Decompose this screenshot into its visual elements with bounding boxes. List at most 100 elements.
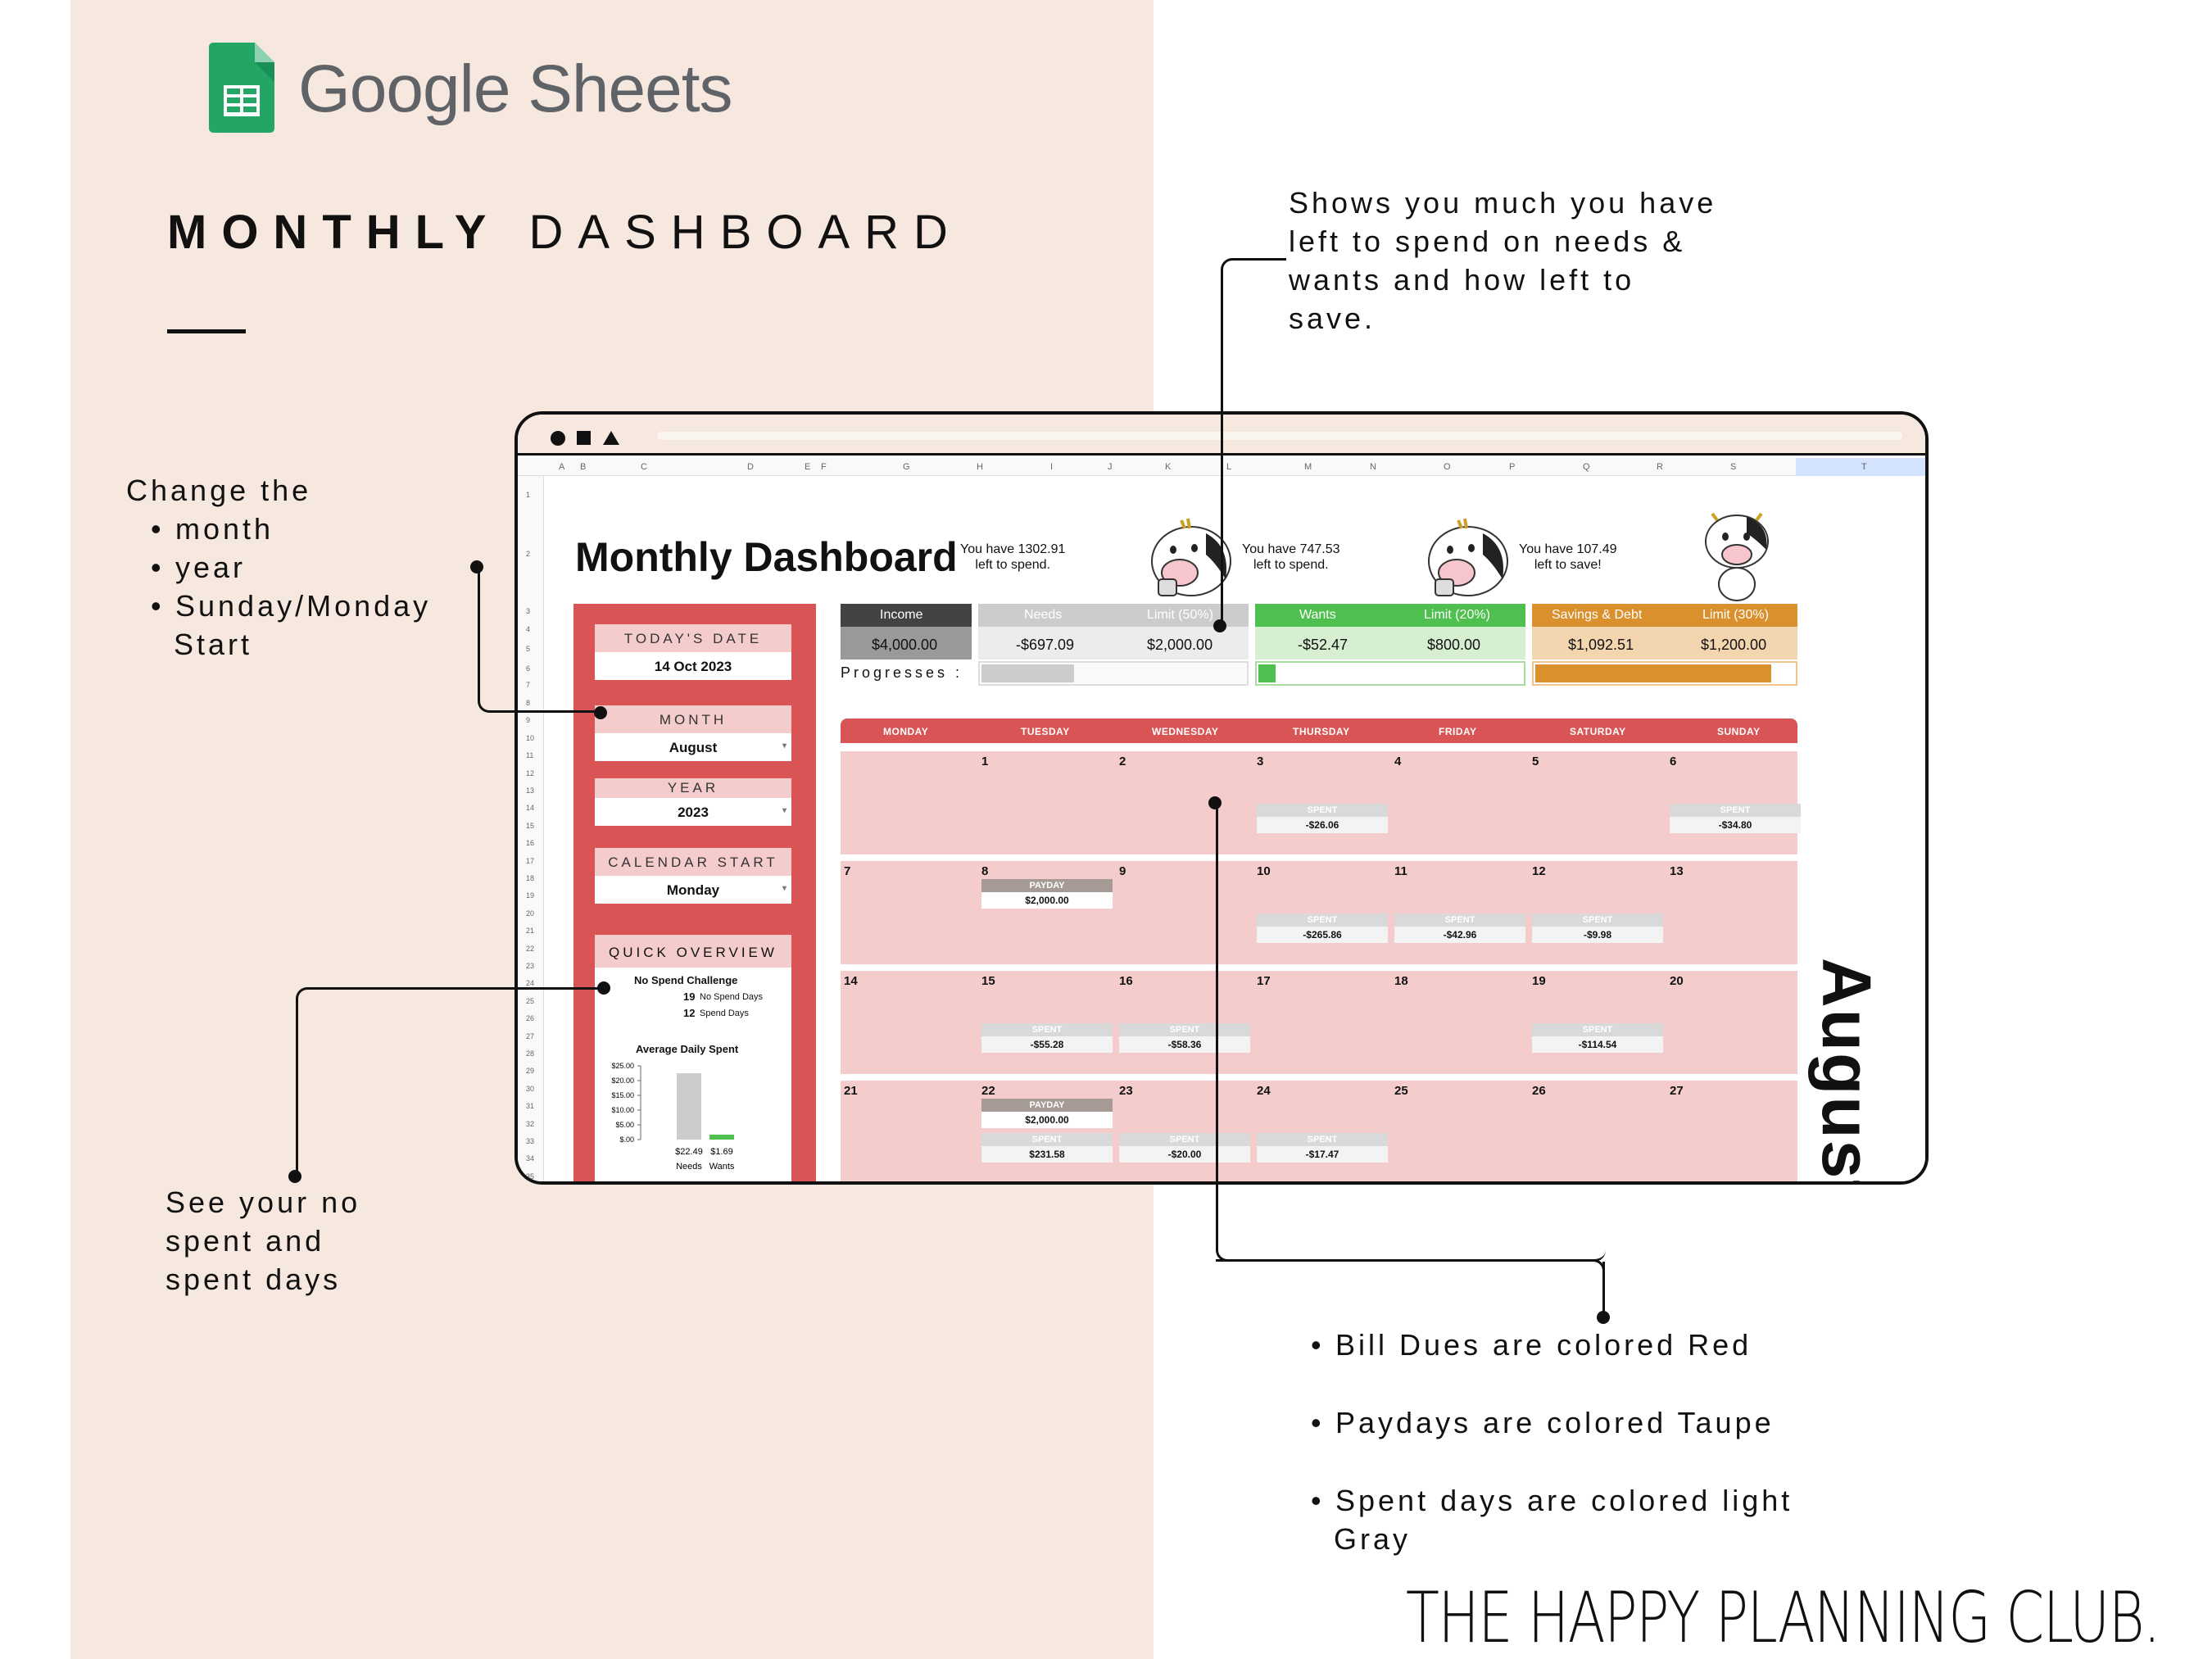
calendar-day-number[interactable]: 3 [1257, 755, 1264, 768]
window-maximize-icon[interactable] [603, 431, 619, 445]
payday-tag[interactable]: PAYDAY$2,000.00 [981, 879, 1113, 909]
column-header[interactable]: L [1226, 462, 1232, 472]
column-header[interactable]: R [1657, 462, 1663, 472]
row-header[interactable]: 16 [526, 839, 535, 848]
calendar-day-number[interactable]: 1 [981, 755, 989, 768]
spent-tag[interactable]: SPENT-$42.96 [1394, 913, 1525, 943]
calendar-day-number[interactable]: 9 [1119, 864, 1126, 878]
calendar-day-number[interactable]: 14 [844, 974, 858, 988]
calendar-day-number[interactable]: 15 [981, 974, 995, 988]
column-header[interactable]: B [580, 462, 587, 472]
calendar-day-number[interactable]: 6 [1670, 755, 1677, 768]
calendar-day-number[interactable]: 16 [1119, 974, 1133, 988]
calendar-day-number[interactable]: 13 [1670, 864, 1684, 878]
row-header[interactable]: 19 [526, 891, 535, 900]
calendar-day-number[interactable]: 8 [981, 864, 989, 878]
spent-tag[interactable]: SPENT-$26.06 [1257, 804, 1388, 833]
calendar-day-number[interactable]: 22 [981, 1084, 995, 1098]
calendar-start-card[interactable]: CALENDAR START Monday▾ [595, 848, 791, 904]
row-header[interactable]: 28 [526, 1049, 535, 1058]
calendar-day-number[interactable]: 23 [1119, 1084, 1133, 1098]
column-header[interactable]: T [1861, 462, 1867, 472]
column-header[interactable]: J [1108, 462, 1113, 472]
window-close-icon[interactable] [551, 431, 565, 446]
row-header[interactable]: 10 [526, 733, 535, 742]
calendar-day-number[interactable]: 11 [1394, 864, 1407, 878]
column-header[interactable]: Q [1583, 462, 1590, 472]
row-header[interactable]: 27 [526, 1031, 535, 1040]
column-header[interactable]: P [1509, 462, 1516, 472]
row-header[interactable]: 5 [526, 645, 531, 653]
calendar-day-number[interactable]: 10 [1257, 864, 1271, 878]
calendar-day-number[interactable]: 5 [1532, 755, 1539, 768]
chevron-down-icon[interactable]: ▾ [782, 806, 786, 815]
row-header[interactable]: 14 [526, 804, 535, 813]
spent-tag[interactable]: SPENT-$9.98 [1532, 913, 1663, 943]
column-header[interactable]: C [641, 462, 647, 472]
column-header[interactable]: O [1444, 462, 1451, 472]
calendar-day-number[interactable]: 2 [1119, 755, 1126, 768]
row-header[interactable]: 8 [526, 699, 531, 707]
row-header[interactable]: 35 [526, 1172, 535, 1181]
column-header[interactable]: A [559, 462, 565, 472]
spent-tag[interactable]: SPENT$231.58 [981, 1133, 1113, 1163]
calendar-day-number[interactable]: 20 [1670, 974, 1684, 988]
spent-tag[interactable]: SPENT-$114.54 [1532, 1023, 1663, 1053]
selected-column-header[interactable] [1796, 458, 1925, 476]
spent-tag[interactable]: SPENT-$55.28 [981, 1023, 1113, 1053]
row-header[interactable]: 30 [526, 1084, 535, 1093]
column-header[interactable]: N [1370, 462, 1376, 472]
calendar-day-number[interactable]: 7 [844, 864, 851, 878]
row-header[interactable]: 2 [526, 550, 531, 558]
spent-tag[interactable]: SPENT-$265.86 [1257, 913, 1388, 943]
column-header[interactable]: K [1165, 462, 1172, 472]
row-header[interactable]: 22 [526, 944, 535, 953]
column-header[interactable]: I [1050, 462, 1054, 472]
column-header[interactable]: E [805, 462, 811, 472]
row-header[interactable]: 1 [526, 491, 531, 499]
row-header[interactable]: 11 [526, 751, 534, 760]
row-header[interactable]: 7 [526, 681, 531, 689]
calendar-day-number[interactable]: 25 [1394, 1084, 1408, 1098]
row-header[interactable]: 9 [526, 716, 531, 725]
column-header[interactable]: S [1730, 462, 1737, 472]
column-header[interactable]: M [1304, 462, 1312, 472]
address-bar[interactable] [657, 432, 1902, 440]
row-header[interactable]: 33 [526, 1137, 535, 1145]
row-header[interactable]: 3 [526, 607, 531, 615]
payday-tag[interactable]: PAYDAY$2,000.00 [981, 1099, 1113, 1128]
row-header[interactable]: 4 [526, 625, 531, 633]
row-header[interactable]: 31 [526, 1102, 535, 1111]
row-header[interactable]: 23 [526, 962, 535, 970]
calendar-day-number[interactable]: 4 [1394, 755, 1402, 768]
calendar-start-select[interactable]: Monday▾ [666, 882, 786, 898]
row-header[interactable]: 12 [526, 768, 535, 777]
row-header[interactable]: 34 [526, 1154, 535, 1163]
row-header[interactable]: 29 [526, 1067, 535, 1076]
row-header[interactable]: 6 [526, 664, 531, 673]
row-header[interactable]: 17 [526, 856, 535, 865]
calendar-day-number[interactable]: 27 [1670, 1084, 1684, 1098]
month-select[interactable]: August▾ [669, 740, 786, 755]
row-header[interactable]: 24 [526, 979, 535, 988]
row-header[interactable]: 21 [526, 927, 535, 936]
row-header[interactable]: 25 [526, 996, 535, 1005]
row-header[interactable]: 15 [526, 821, 535, 830]
chevron-down-icon[interactable]: ▾ [782, 741, 786, 750]
window-minimize-icon[interactable] [577, 431, 591, 445]
column-header[interactable]: D [747, 462, 754, 472]
calendar-day-number[interactable]: 19 [1532, 974, 1546, 988]
row-header[interactable]: 18 [526, 874, 535, 882]
calendar-day-number[interactable]: 24 [1257, 1084, 1271, 1098]
calendar-day-number[interactable]: 21 [844, 1084, 858, 1098]
calendar-day-number[interactable]: 18 [1394, 974, 1408, 988]
calendar-day-number[interactable]: 12 [1532, 864, 1546, 878]
calendar-day-number[interactable]: 26 [1532, 1084, 1546, 1098]
row-header[interactable]: 20 [526, 909, 535, 918]
month-card[interactable]: MONTH August▾ [595, 705, 791, 761]
year-card[interactable]: YEAR 2023▾ [595, 778, 791, 826]
row-header[interactable]: 13 [526, 786, 535, 795]
column-header[interactable]: G [903, 462, 910, 472]
column-header[interactable]: F [821, 462, 827, 472]
spent-tag[interactable]: SPENT-$17.47 [1257, 1133, 1388, 1163]
